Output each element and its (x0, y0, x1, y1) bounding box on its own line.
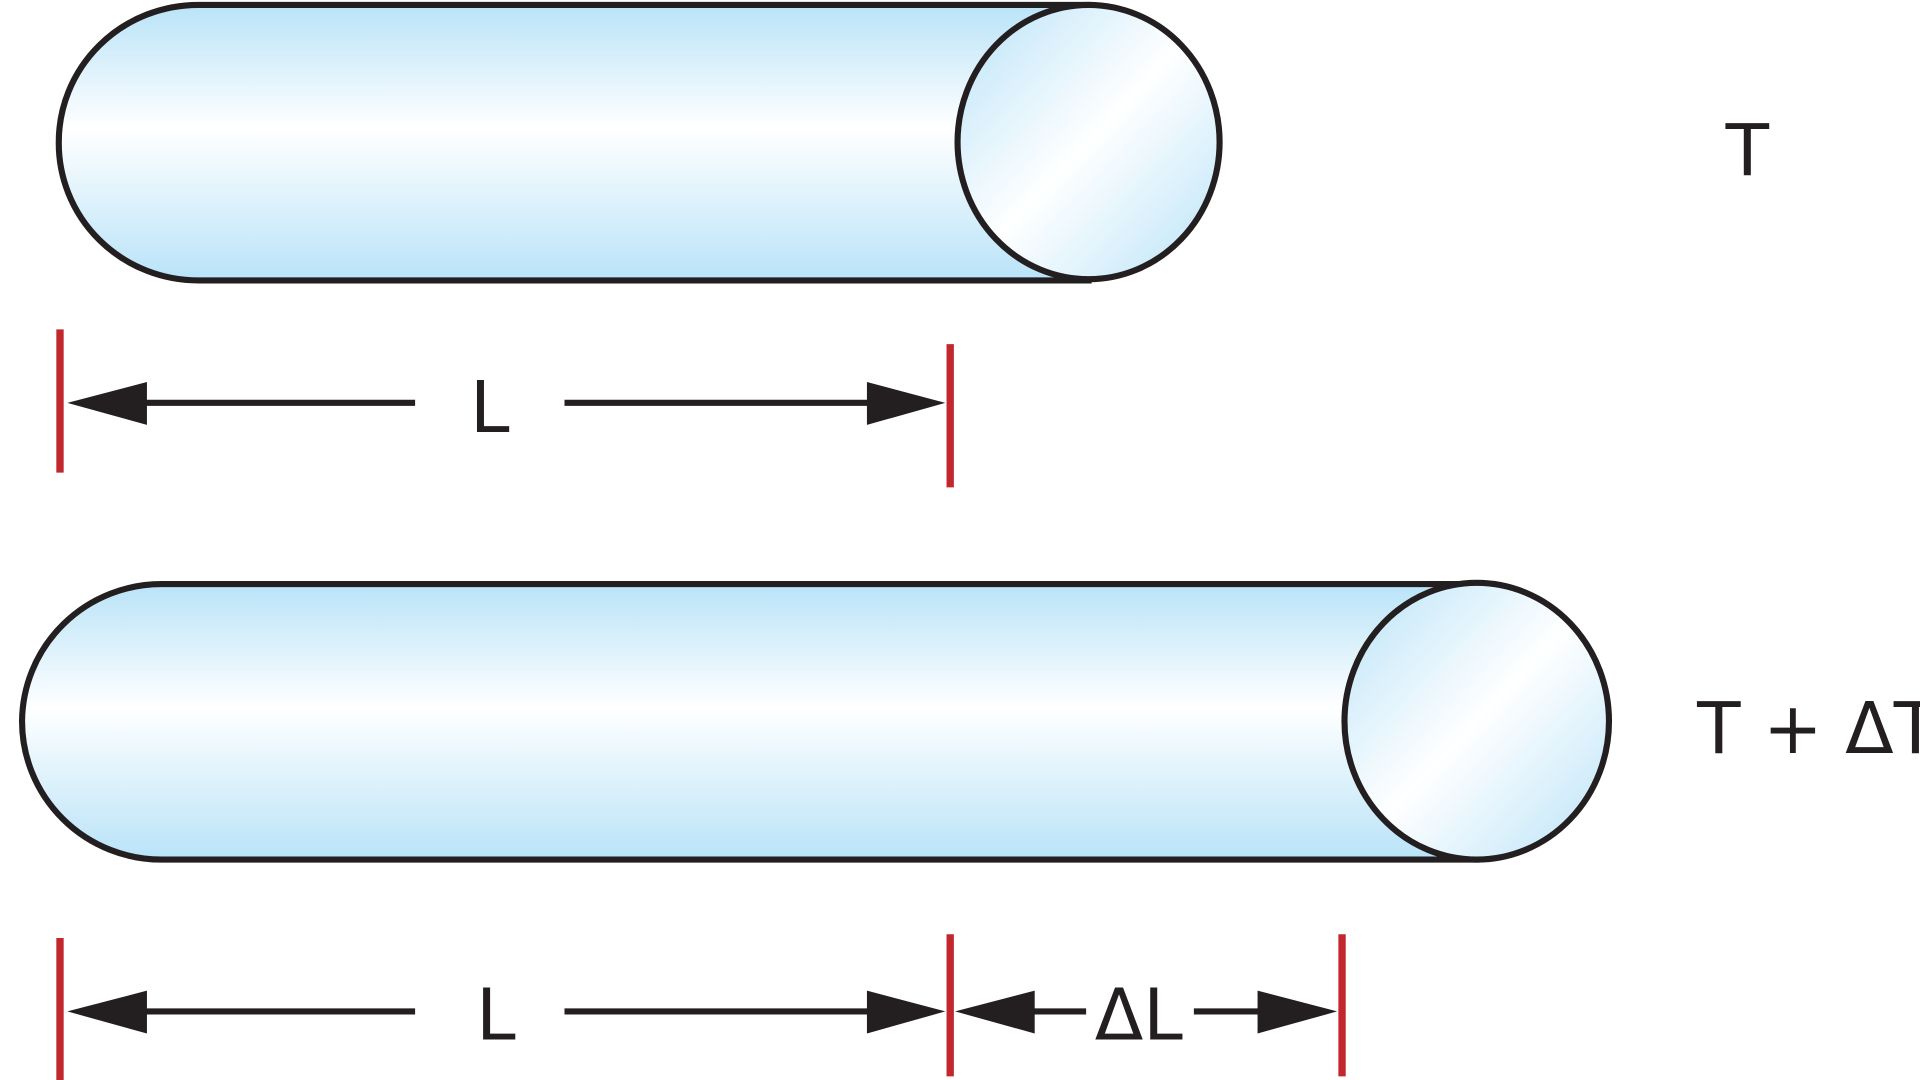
bottom-length-label: L (476, 974, 516, 1057)
top-rod (55, 1, 1223, 284)
top-length-dimension: L (56, 329, 954, 488)
arrow-left-icon (67, 990, 147, 1034)
arrow-left-icon (67, 382, 147, 425)
arrow-right-icon (866, 990, 946, 1034)
arrow-left-icon (955, 990, 1035, 1034)
bottom-rod-body (18, 581, 1480, 863)
top-rod-end-face (954, 1, 1223, 283)
bottom-rod-end-face (1341, 579, 1613, 863)
top-length-label: L (470, 366, 510, 449)
top-rod-body (55, 1, 1092, 284)
bottom-temperature-label: T + ΔT (1696, 687, 1920, 770)
expansion-length-label: ΔL (1095, 974, 1184, 1057)
arrow-right-icon (866, 382, 946, 425)
bottom-length-dimension: L ΔL (56, 934, 1346, 1080)
bottom-rod (18, 579, 1613, 863)
top-temperature-label: T (1725, 109, 1770, 192)
arrow-right-icon (1257, 990, 1338, 1034)
